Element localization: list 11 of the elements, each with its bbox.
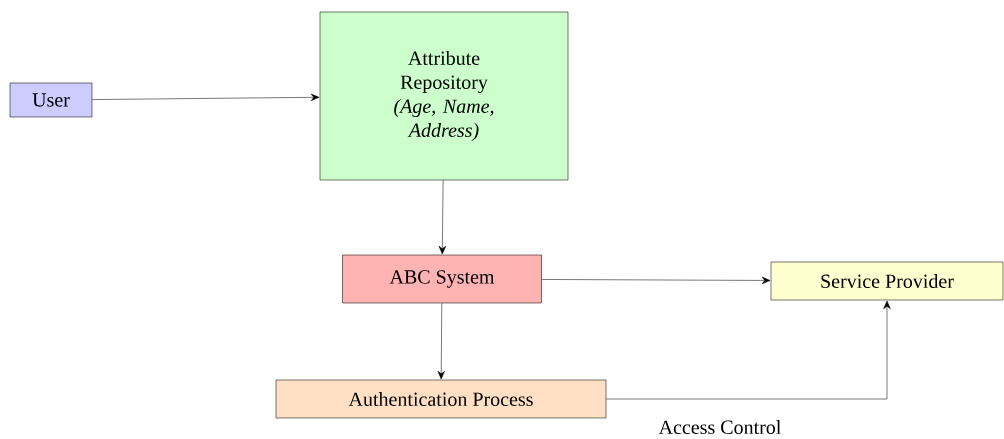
- user-box: User: [9, 82, 93, 118]
- arrow: [541, 276, 771, 285]
- system-box: ABC System: [342, 254, 542, 304]
- arrow: [438, 180, 446, 255]
- provider-box: Service Provider: [770, 261, 1004, 301]
- arrow: [437, 303, 445, 380]
- edge-label: Access Control: [657, 418, 783, 436]
- repository-box: Attribute Repository (Age, Name, Address): [319, 11, 569, 181]
- arrow: [92, 93, 320, 101]
- arrow: [606, 300, 891, 400]
- process-box: Authentication Process: [275, 379, 607, 419]
